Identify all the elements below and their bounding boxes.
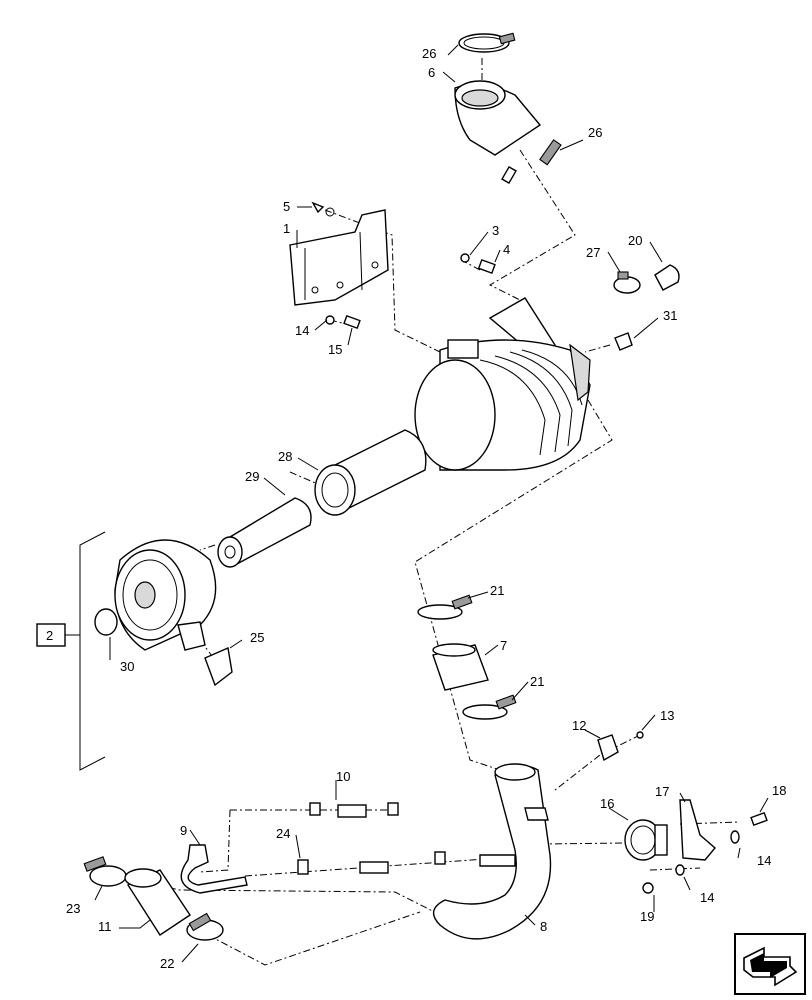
cap-20[interactable] <box>654 264 680 291</box>
callout-11: 11 <box>98 919 112 934</box>
end-cover[interactable] <box>114 539 217 651</box>
callout-21-lower: 21 <box>530 674 544 689</box>
fitting-24-lower[interactable] <box>297 851 446 875</box>
callout-27: 27 <box>586 245 600 260</box>
hose-clamp-21-upper[interactable] <box>417 594 473 620</box>
bracket-16[interactable] <box>624 819 668 861</box>
safety-filter-element[interactable] <box>217 497 312 568</box>
valve-31[interactable] <box>614 332 633 351</box>
arrow-navigation-icon[interactable] <box>734 933 806 995</box>
callout-4: 4 <box>503 242 510 257</box>
callout-7: 7 <box>500 638 507 653</box>
callout-30: 30 <box>120 659 134 674</box>
rubber-elbow[interactable] <box>454 80 542 156</box>
callout-31: 31 <box>663 308 677 323</box>
callout-28: 28 <box>278 449 292 464</box>
callout-14-upper: 14 <box>295 323 309 338</box>
callout-21-upper: 21 <box>490 583 504 598</box>
callout-5: 5 <box>283 199 290 214</box>
dust-valve-25[interactable] <box>204 647 233 687</box>
callout-14-lower: 14 <box>700 890 714 905</box>
screw-13[interactable] <box>636 731 644 739</box>
callout-10: 10 <box>336 769 350 784</box>
assembly-bracket <box>36 531 106 771</box>
hose-clamp-top[interactable] <box>458 32 516 53</box>
nut-19[interactable] <box>642 882 654 894</box>
callout-1: 1 <box>283 221 290 236</box>
callout-8: 8 <box>540 919 547 934</box>
callout-15: 15 <box>328 342 342 357</box>
hose-11[interactable] <box>124 868 191 936</box>
hose-7[interactable] <box>432 643 489 691</box>
hose-clamp-22[interactable] <box>186 912 224 941</box>
callout-14-right: 14 <box>757 853 771 868</box>
callout-6: 6 <box>428 65 435 80</box>
hose-clamp-23[interactable] <box>83 856 127 887</box>
callout-9: 9 <box>180 823 187 838</box>
callout-20: 20 <box>628 233 642 248</box>
clip-12[interactable] <box>597 734 619 762</box>
primary-filter-element[interactable] <box>314 429 427 516</box>
callout-23: 23 <box>66 901 80 916</box>
hardware-5[interactable] <box>311 201 335 217</box>
callout-26-screw: 26 <box>588 125 602 140</box>
callout-17: 17 <box>655 784 669 799</box>
callout-19: 19 <box>640 909 654 924</box>
bolt-18[interactable] <box>750 811 768 827</box>
callout-25: 25 <box>250 630 264 645</box>
mounting-bracket[interactable] <box>289 209 389 306</box>
plug-30[interactable] <box>94 608 118 636</box>
callout-3: 3 <box>492 223 499 238</box>
clamp-screw[interactable] <box>501 139 562 185</box>
callout-2: 2 <box>46 628 53 643</box>
callout-16: 16 <box>600 796 614 811</box>
callout-12: 12 <box>572 718 586 733</box>
callout-18: 18 <box>772 783 786 798</box>
washer-14-right[interactable] <box>730 830 740 844</box>
hose-clamp-21-lower[interactable] <box>462 694 517 720</box>
hardware-14-15[interactable] <box>325 314 361 330</box>
bracket-17[interactable] <box>679 799 716 861</box>
intake-tube[interactable] <box>432 763 552 940</box>
callout-29: 29 <box>245 469 259 484</box>
callout-labels: 26 6 26 5 1 3 4 27 20 31 14 15 28 29 2 3… <box>46 46 786 971</box>
clamp-27[interactable] <box>613 271 641 294</box>
washer-14-lower[interactable] <box>675 864 685 876</box>
callout-13: 13 <box>660 708 674 723</box>
hardware-3-4[interactable] <box>460 253 496 274</box>
fitting-24-upper[interactable] <box>309 802 399 816</box>
leader-lines <box>94 44 769 963</box>
air-cleaner-housing[interactable] <box>414 297 591 471</box>
callout-22: 22 <box>160 956 174 971</box>
hose-10[interactable] <box>337 804 367 818</box>
callout-26-top: 26 <box>422 46 436 61</box>
hose-9[interactable] <box>180 844 248 894</box>
callout-24: 24 <box>276 826 290 841</box>
